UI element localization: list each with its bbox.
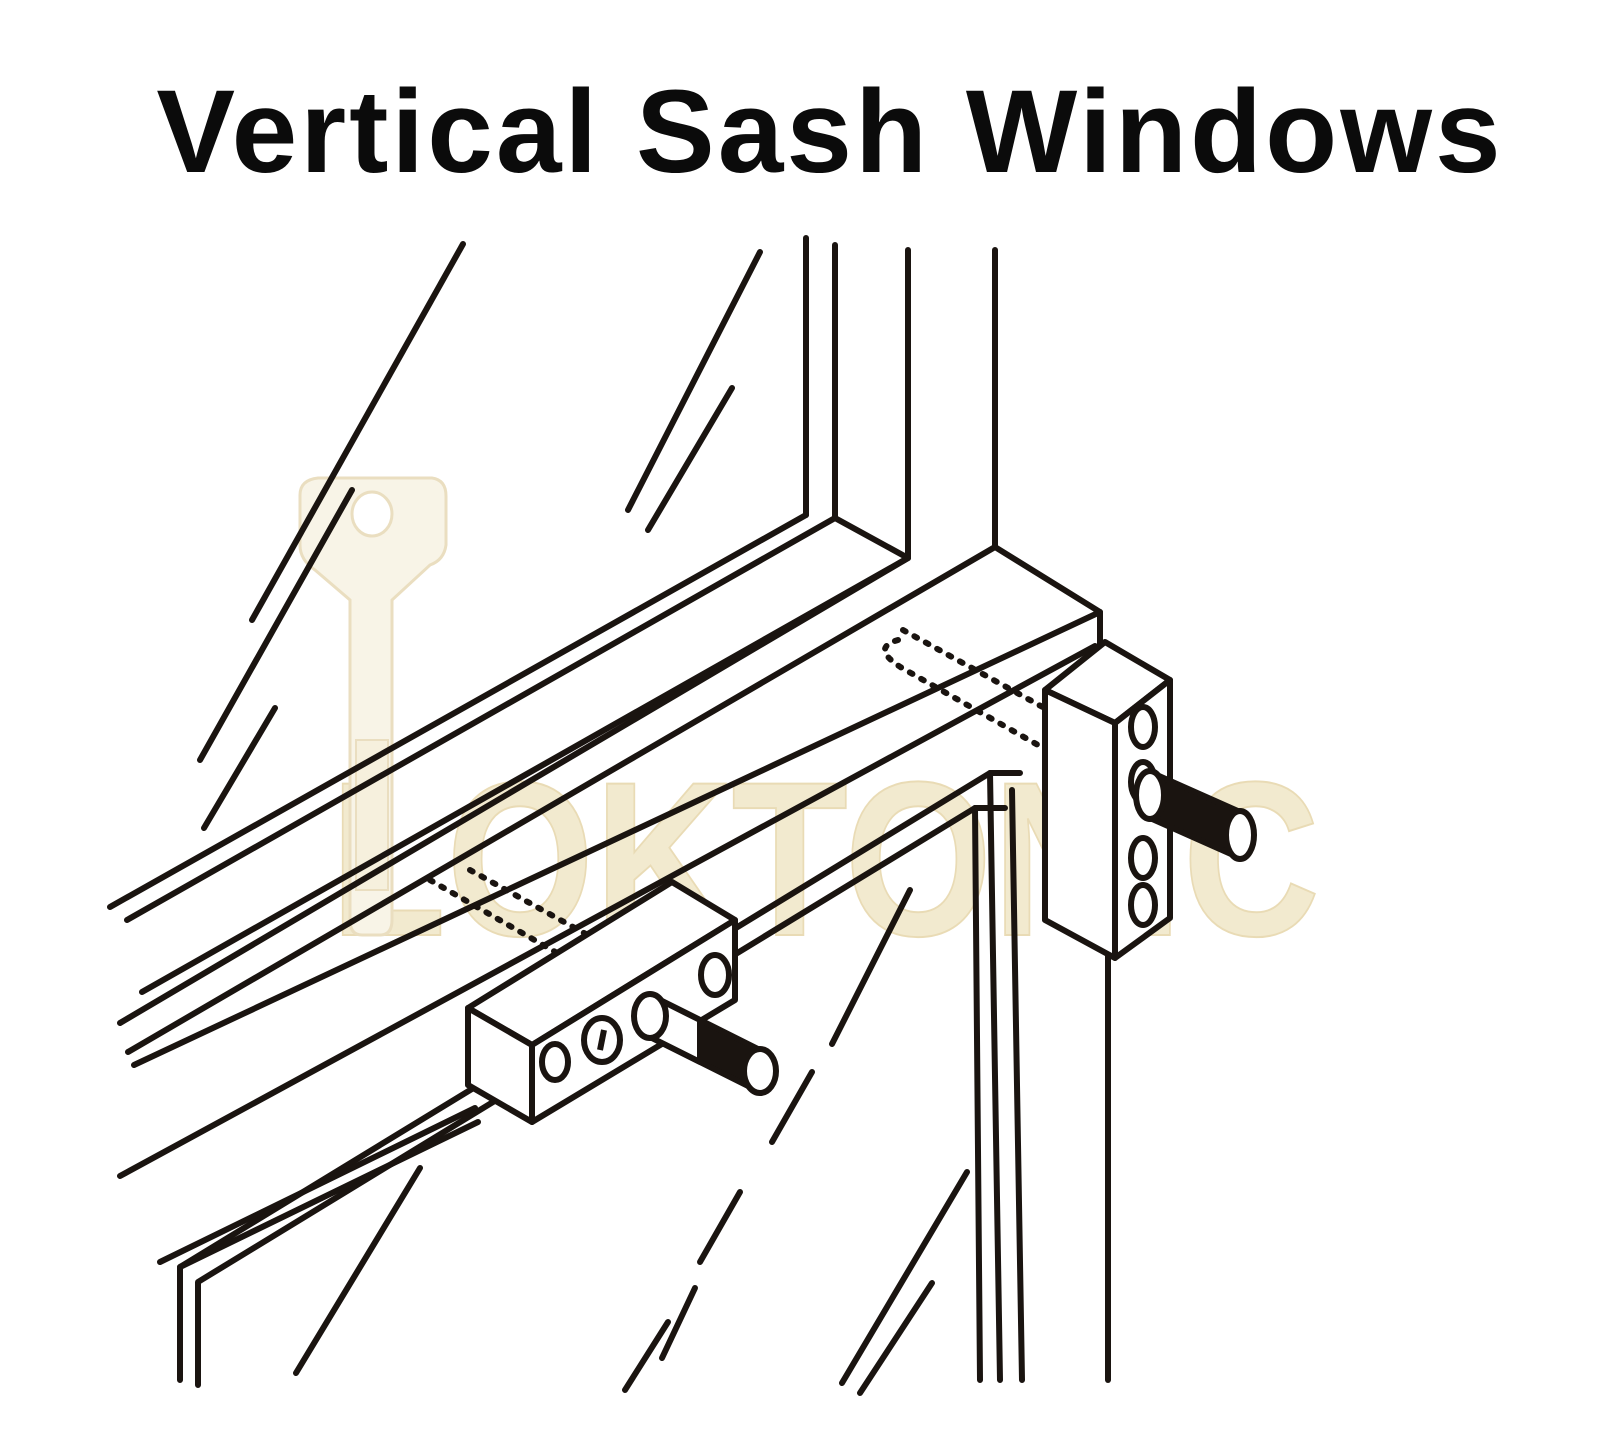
sash-stop-lock-icon [465,879,779,1125]
sash-stop-lock-icon [1042,639,1257,961]
diagram-title: Vertical Sash Windows [156,66,1504,198]
line-drawing [107,235,1111,1396]
